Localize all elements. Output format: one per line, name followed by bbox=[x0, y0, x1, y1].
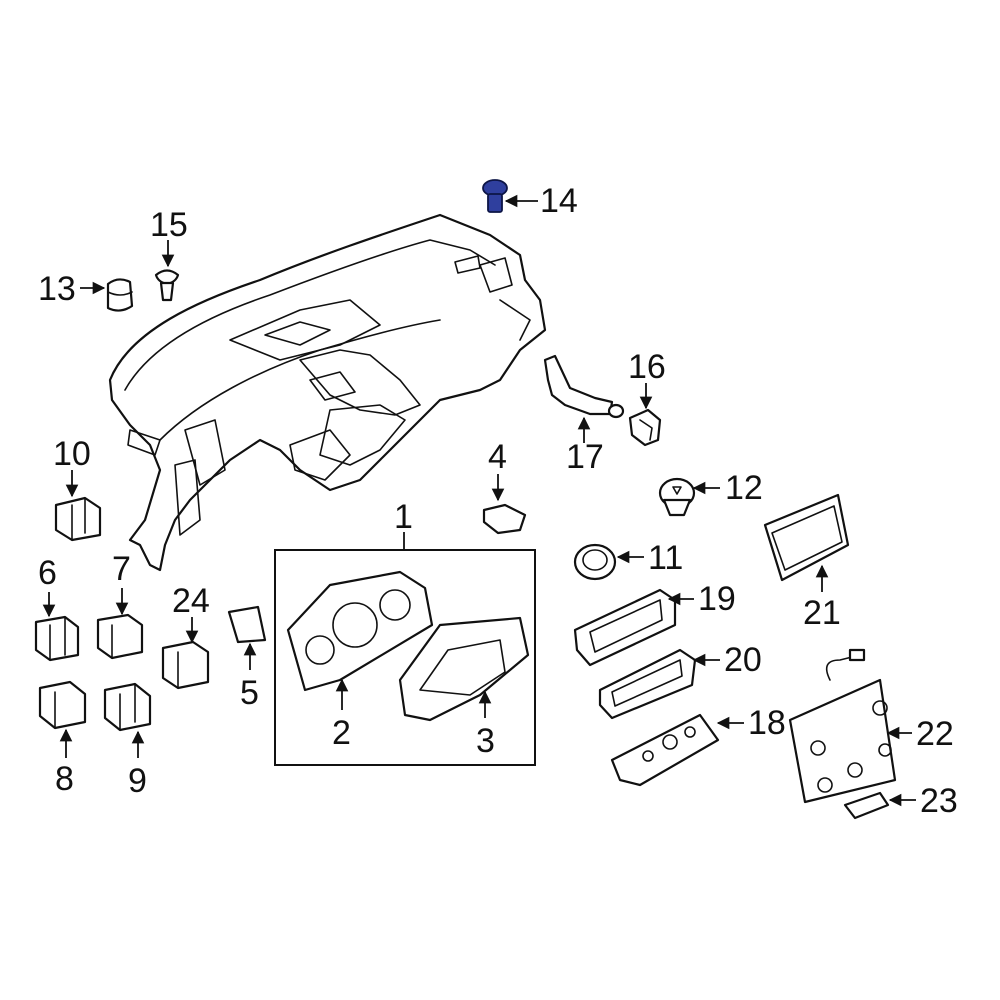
part-22-audio-unit bbox=[788, 648, 897, 804]
callout-10: 10 bbox=[53, 435, 91, 473]
callout-12: 12 bbox=[725, 469, 763, 507]
part-6-switch bbox=[34, 615, 80, 662]
part-16-bracket bbox=[628, 408, 662, 447]
part-20-panel bbox=[598, 648, 697, 720]
part-19-panel bbox=[573, 588, 677, 667]
part-17-harness bbox=[543, 354, 625, 419]
part-13-clip bbox=[106, 278, 134, 312]
callout-2: 2 bbox=[332, 714, 351, 752]
callout-17: 17 bbox=[566, 438, 604, 476]
callout-6: 6 bbox=[38, 554, 57, 592]
instrument-panel bbox=[108, 213, 547, 572]
part-23-trim bbox=[843, 791, 890, 820]
part-4-cover bbox=[482, 503, 527, 535]
callout-22: 22 bbox=[916, 715, 954, 753]
callout-23: 23 bbox=[920, 782, 958, 820]
callout-18: 18 bbox=[748, 704, 786, 742]
part-3-meter-lens bbox=[398, 616, 530, 722]
part-7-switch bbox=[96, 613, 144, 660]
part-11-knob bbox=[573, 543, 617, 581]
callout-8: 8 bbox=[55, 760, 74, 798]
callout-19: 19 bbox=[698, 580, 736, 618]
part-21-display bbox=[763, 493, 850, 582]
callout-13: 13 bbox=[38, 270, 76, 308]
callout-21: 21 bbox=[803, 594, 841, 632]
callout-11: 11 bbox=[648, 539, 683, 577]
callout-24: 24 bbox=[172, 582, 210, 620]
part-2-meter-housing bbox=[286, 570, 434, 692]
part-5-switch bbox=[227, 605, 267, 644]
callout-15: 15 bbox=[150, 206, 188, 244]
callout-4: 4 bbox=[488, 438, 507, 476]
part-1-assembly-box bbox=[274, 549, 536, 766]
part-8-switch bbox=[38, 680, 87, 730]
callout-7: 7 bbox=[112, 550, 131, 588]
callout-16: 16 bbox=[628, 348, 666, 386]
callout-5: 5 bbox=[240, 674, 259, 712]
part-18-switch-panel bbox=[610, 713, 720, 787]
callout-14: 14 bbox=[540, 182, 578, 220]
part-24-switch bbox=[161, 640, 210, 690]
callout-20: 20 bbox=[724, 641, 762, 679]
part-12-switch bbox=[658, 477, 696, 517]
callout-9: 9 bbox=[128, 762, 147, 800]
part-10-switch bbox=[54, 496, 102, 542]
part-9-switch bbox=[103, 682, 152, 732]
part-14-highlighted-clip bbox=[482, 179, 508, 213]
callout-1: 1 bbox=[394, 498, 413, 536]
part-15-clip bbox=[154, 269, 180, 302]
callout-3: 3 bbox=[476, 722, 495, 760]
